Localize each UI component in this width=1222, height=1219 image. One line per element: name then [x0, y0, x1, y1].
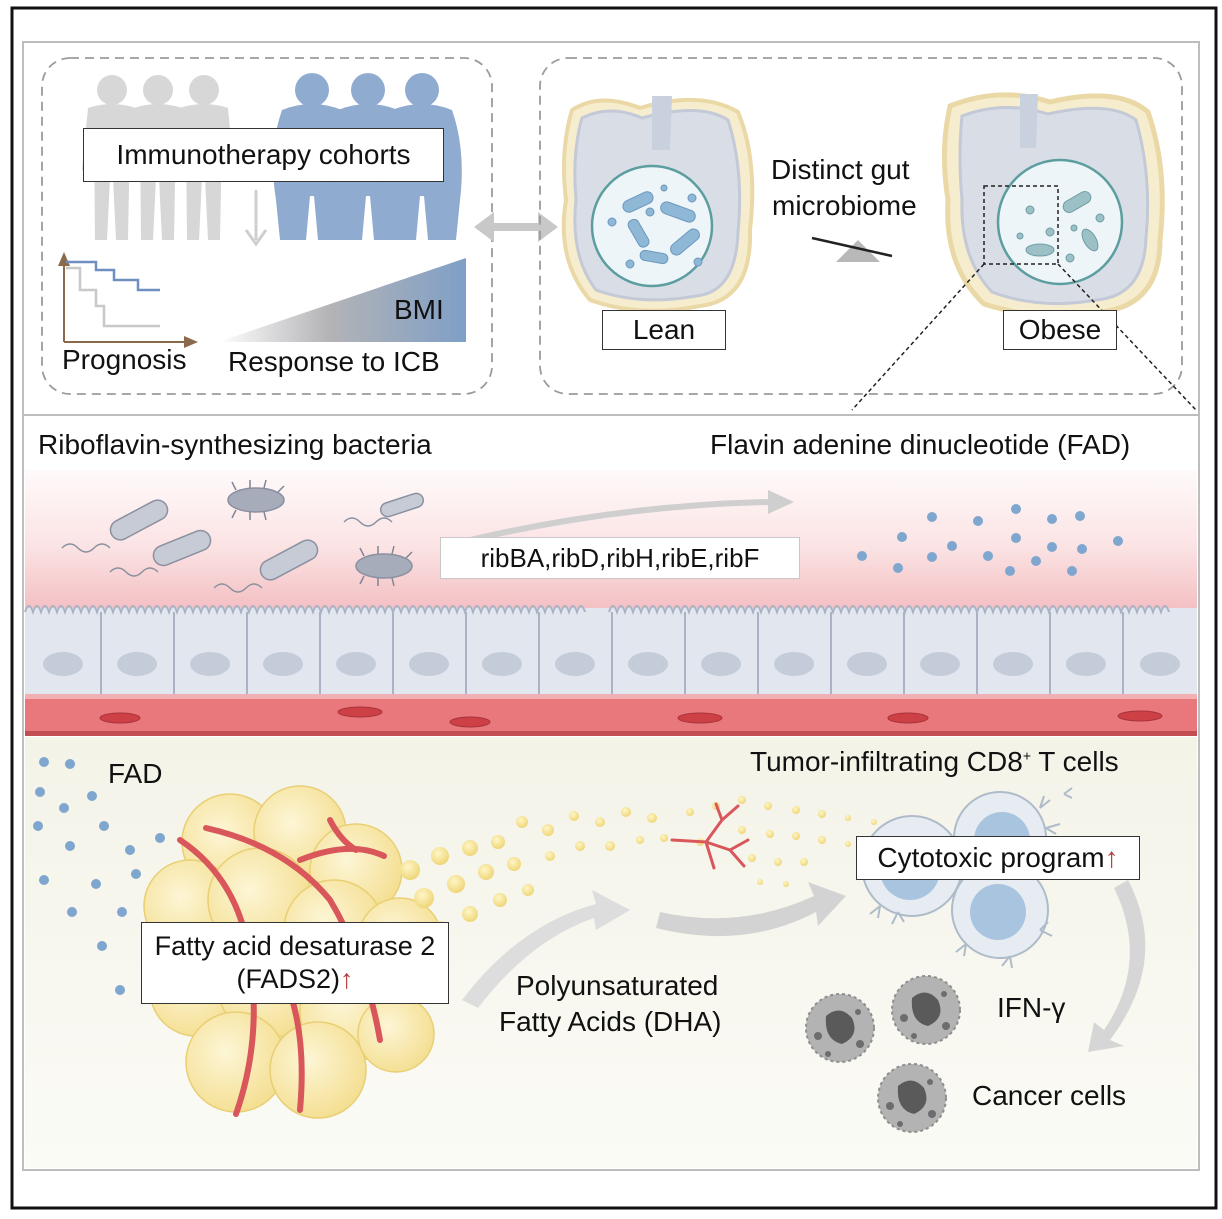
response-to-icb-label: Response to ICB: [228, 346, 440, 377]
capillary-branch: [670, 802, 750, 870]
fad-molecules-lumen: [857, 504, 1123, 576]
tcell-label: Tumor-infiltrating CD8+ T cells: [750, 748, 1119, 776]
rib-genes-label: ribBA,ribD,ribH,ribE,ribF: [440, 537, 800, 579]
fads2-line1: Fatty acid desaturase 2: [154, 931, 436, 961]
fads2-label: Fatty acid desaturase 2 (FADS2)↑: [141, 922, 449, 1004]
blood-vessel-band: [25, 694, 1197, 736]
pufa-line1-label: Polyunsaturated: [516, 970, 719, 1001]
prognosis-label: Prognosis: [62, 344, 187, 375]
inner-frame: [22, 41, 1200, 1171]
cancer-cells-label: Cancer cells: [972, 1080, 1127, 1111]
fads2-line2: (FADS2): [236, 964, 341, 994]
fad-full-name-label: Flavin adenine dinucleotide (FAD): [710, 429, 1131, 460]
balance-seesaw-icon: [811, 236, 893, 262]
microbiome-label: microbiome: [772, 190, 917, 221]
cytotoxic-up-arrow: ↑: [1104, 842, 1119, 873]
synthesis-arrow-icon: [469, 490, 794, 543]
prognosis-curve-chart: [58, 252, 198, 348]
fads2-line2-wrap: (FADS2)↑: [236, 966, 353, 993]
down-arrow-icon: [244, 190, 268, 247]
microbiome-panel: [539, 57, 1183, 395]
spiky-bacteria-spikes: [231, 479, 413, 587]
immunotherapy-cohorts-label: Immunotherapy cohorts: [83, 128, 444, 182]
fads2-up-arrow: ↑: [340, 964, 354, 994]
bidirectional-arrow-icon: [474, 212, 558, 242]
tcell-label-end: T cells: [1031, 746, 1119, 777]
tcell-label-sup: +: [1022, 747, 1031, 764]
fad-molecules-tumor: [33, 757, 283, 1031]
riboflavin-bacteria-label: Riboflavin-synthesizing bacteria: [38, 429, 432, 460]
lean-gut-illustration: [561, 96, 755, 313]
flow-arrows: [462, 880, 1146, 1052]
tcell-label-main: Tumor-infiltrating CD8: [750, 746, 1023, 777]
lean-label: Lean: [602, 310, 726, 350]
distinct-gut-label: Distinct gut: [771, 154, 910, 185]
pufa-line2-label: Fatty Acids (DHA): [499, 1006, 722, 1037]
cytotoxic-program-text: Cytotoxic program: [877, 842, 1105, 873]
outer-frame: [10, 6, 1218, 1210]
bmi-label: BMI: [394, 294, 444, 325]
cancer-cells: [805, 975, 961, 1133]
bmi-gradient-wedge: [218, 258, 466, 342]
fad-label: FAD: [108, 758, 163, 789]
obese-label: Obese: [1003, 310, 1117, 350]
ifn-gamma-label: IFN-γ: [997, 992, 1066, 1023]
obese-gut-illustration: [851, 92, 1197, 411]
intestinal-epithelium: [24, 605, 1197, 694]
riboflavin-bacteria: [61, 487, 425, 593]
cytotoxic-program-label: Cytotoxic program↑: [856, 836, 1140, 880]
